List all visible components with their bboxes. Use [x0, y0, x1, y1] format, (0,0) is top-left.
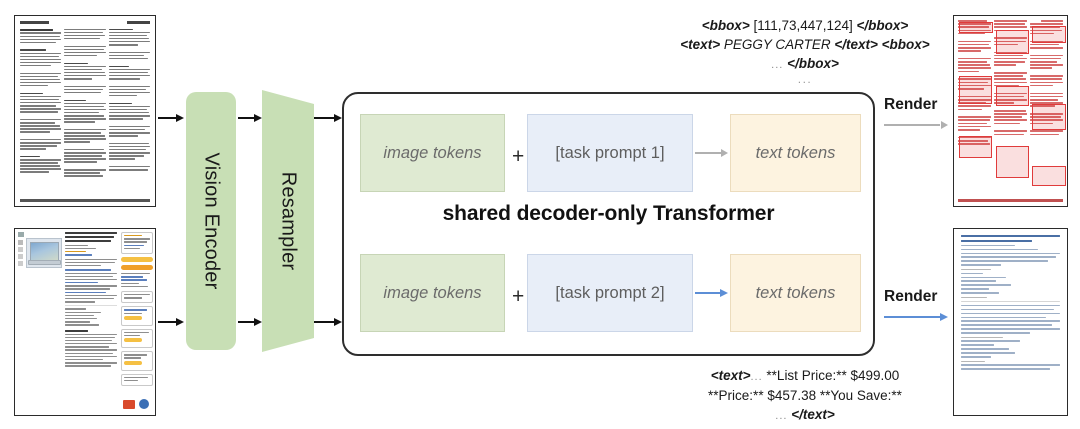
- annotation-top-text-value: PEGGY CARTER: [720, 37, 835, 53]
- annotation-bottom-line1: **List Price:** $499.00: [762, 368, 900, 383]
- output-document-markdown: [953, 228, 1068, 416]
- annotation-top: <bbox> [111,73,447,124] </bbox> <text> P…: [660, 16, 950, 74]
- bbox-overlay-1: [959, 22, 993, 33]
- annotation-bottom: <text>... **List Price:** $499.00 **Pric…: [645, 366, 965, 424]
- plus-sign-row1: +: [512, 145, 525, 168]
- input-document-newspaper: [14, 15, 156, 207]
- resampler-label: Resampler: [277, 171, 300, 271]
- annotation-top-bbox-close-2: </bbox>: [787, 56, 839, 72]
- annotation-bottom-dots-2: ...: [775, 409, 788, 422]
- vision-encoder-label: Vision Encoder: [200, 152, 223, 290]
- annotation-top-bbox-close: </bbox>: [856, 18, 909, 33]
- image-tokens-row1: image tokens: [360, 114, 505, 192]
- render-label-top: Render: [884, 96, 938, 113]
- annotation-top-text-close: </text>: [834, 37, 878, 53]
- task-prompt-row2: [task prompt 2]: [527, 254, 693, 332]
- output-document-bbox-overlay: [953, 15, 1068, 207]
- annotation-top-bbox-open-2: <bbox>: [881, 37, 930, 53]
- shared-decoder-box: image tokens + [task prompt 1] text toke…: [342, 92, 875, 356]
- bbox-overlay-5: [996, 86, 1029, 106]
- plus-sign-row2: +: [512, 285, 525, 308]
- annotation-bottom-line2: **Price:** $457.38 **You Save:**: [708, 387, 902, 403]
- text-tokens-row1: text tokens: [730, 114, 861, 192]
- resampler-block: Resampler: [262, 90, 314, 352]
- annotation-top-trailing-ellipsis: ...: [797, 72, 813, 86]
- decoder-title: shared decoder-only Transformer: [442, 202, 775, 225]
- annotation-top-bbox-open: <bbox>: [701, 18, 750, 33]
- bbox-overlay-6: [1032, 104, 1066, 130]
- annotation-top-text-open: <text>: [680, 37, 721, 53]
- task-prompt-row1: [task prompt 1]: [527, 114, 693, 192]
- vision-encoder-block: Vision Encoder: [186, 92, 236, 350]
- bbox-overlay-7: [959, 136, 992, 158]
- image-tokens-row2: image tokens: [360, 254, 505, 332]
- bbox-overlay-9: [1032, 166, 1066, 186]
- render-label-bottom: Render: [884, 288, 938, 305]
- annotation-bottom-text-close: </text>: [791, 406, 835, 422]
- bbox-overlay-2: [996, 30, 1029, 54]
- input-document-webpage: [14, 228, 156, 416]
- bbox-overlay-3: [1032, 26, 1066, 43]
- bbox-overlay-8: [996, 146, 1029, 178]
- annotation-top-dots: ...: [771, 59, 784, 72]
- bbox-overlay-4: [959, 76, 992, 104]
- annotation-bottom-dots-1: ...: [750, 371, 763, 383]
- text-tokens-row2: text tokens: [730, 254, 861, 332]
- annotation-bottom-text-open: <text>: [710, 368, 751, 383]
- annotation-top-bbox-value: [111,73,447,124]: [749, 18, 857, 33]
